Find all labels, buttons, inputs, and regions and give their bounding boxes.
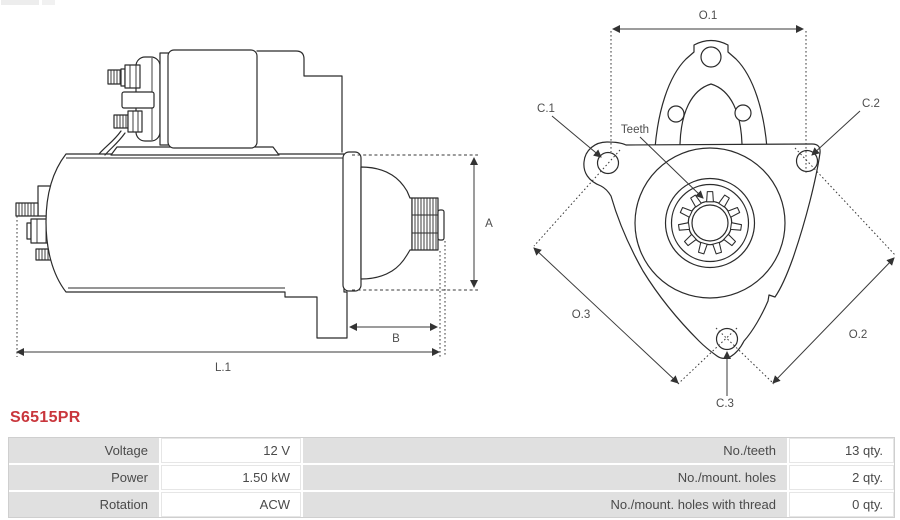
dim-b-label: B (392, 333, 400, 345)
gear-tooth (727, 206, 741, 218)
gear-tooth (697, 241, 708, 255)
spec-label-teeth: No./teeth (303, 438, 787, 463)
spec-label-voltage: Voltage (9, 438, 159, 463)
arch-top-hole (700, 46, 722, 68)
spec-label-mount-holes: No./mount. holes (303, 465, 787, 490)
spec-value-mount-holes: 2 qty. (789, 465, 894, 490)
spec-value-threaded-holes: 0 qty. (789, 492, 894, 517)
spec-value-teeth: 13 qty. (789, 438, 894, 463)
spec-value-voltage: 12 V (161, 438, 301, 463)
front-dimensions: O.1 C.1 C.2 Teeth O.3 O.2 C.3 (533, 10, 897, 410)
side-dimensions: A B L.1 (16, 154, 493, 374)
drive-end-plate (342, 151, 362, 292)
solenoid (98, 49, 343, 156)
gear-tooth (706, 191, 714, 203)
gear-tooth (679, 206, 693, 218)
part-number: S6515PR (10, 409, 81, 426)
dim-c1-label: C.1 (537, 103, 555, 115)
spec-label-threaded-holes: No./mount. holes with thread (303, 492, 787, 517)
technical-drawing: A B L.1 (1, 0, 897, 410)
gear-tooth (712, 241, 723, 255)
dim-a-label: A (485, 218, 493, 230)
pinion-gear-side (411, 197, 445, 251)
gear-tooth (683, 233, 697, 247)
gear-tooth (723, 233, 737, 247)
dim-c2-label: C.2 (862, 98, 880, 110)
front-view: O.1 C.1 C.2 Teeth O.3 O.2 C.3 (533, 10, 897, 410)
gear-tooth (718, 194, 730, 208)
top-arch (654, 39, 768, 149)
spec-label-rotation: Rotation (9, 492, 159, 517)
pinion-gear-front (677, 191, 743, 255)
watermark-fragment (1, 0, 55, 5)
mount-hole-c1 (596, 151, 620, 175)
spec-table: Voltage 12 V No./teeth 13 qty. Power 1.5… (8, 437, 895, 518)
dim-o3-label: O.3 (572, 309, 591, 321)
dim-o1-label: O.1 (699, 10, 718, 22)
spec-value-rotation: ACW (161, 492, 301, 517)
motor-body (45, 153, 348, 339)
side-view: A B L.1 (15, 49, 493, 374)
arch-bolt-hole-right (734, 104, 752, 122)
gear-tooth (677, 222, 691, 231)
spec-label-power: Power (9, 465, 159, 490)
gear-tooth (729, 222, 743, 231)
spec-value-power: 1.50 kW (161, 465, 301, 490)
dim-o2-label: O.2 (849, 329, 868, 341)
arch-bolt-hole-left (667, 105, 685, 123)
dim-c3-label: C.3 (716, 398, 734, 410)
teeth-label: Teeth (621, 124, 649, 136)
drive-cone (360, 166, 413, 280)
dim-l1-label: L.1 (215, 362, 231, 374)
